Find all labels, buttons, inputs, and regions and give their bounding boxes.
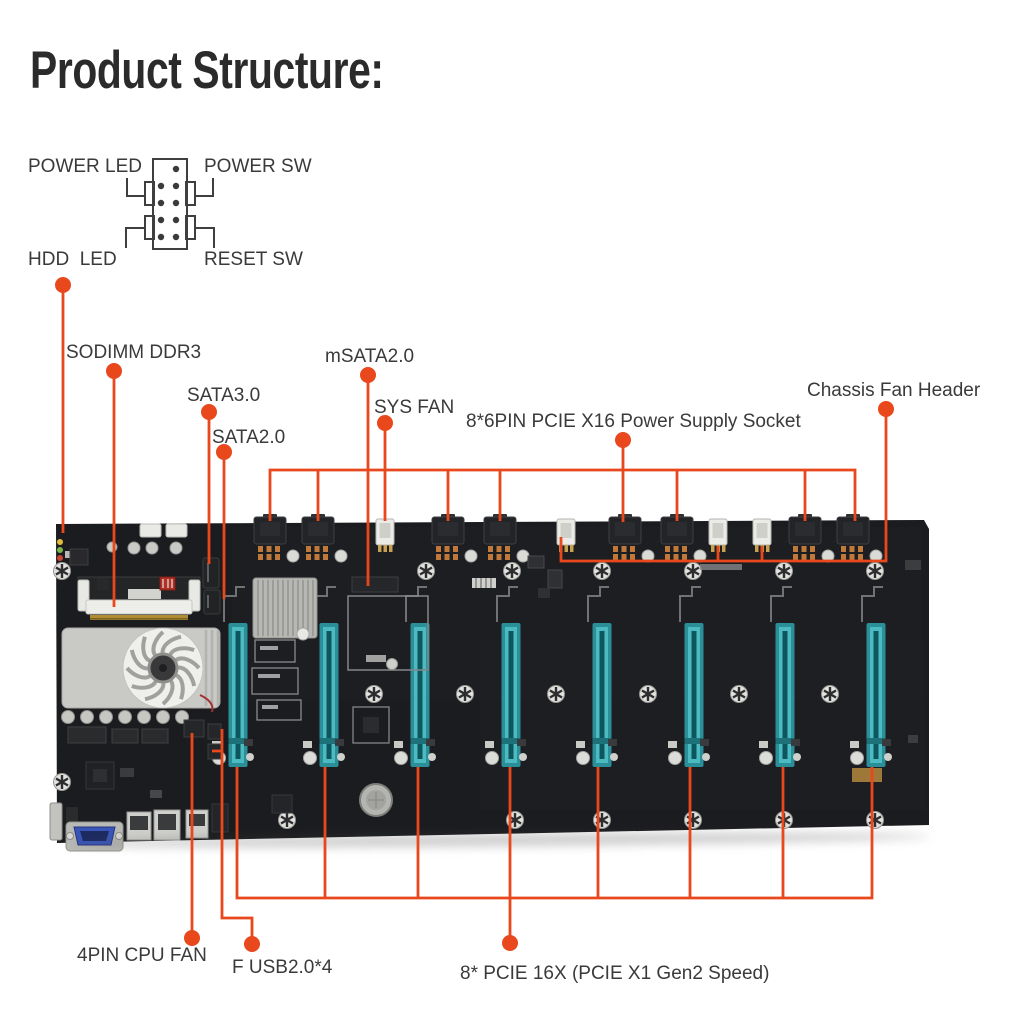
label-cpu-fan: 4PIN CPU FAN	[77, 945, 207, 966]
silkscreen-text	[700, 564, 742, 570]
label-sodimm: SODIMM DDR3	[66, 342, 202, 363]
callout-dots	[55, 277, 894, 952]
io-section	[57, 523, 188, 566]
msata-slot	[347, 576, 429, 671]
chassis-fan-stubs	[716, 546, 764, 561]
label-sata3: SATA3.0	[187, 385, 261, 406]
label-power-socket: 8*6PIN PCIE X16 Power Supply Socket	[466, 411, 801, 432]
bracket-power-sw	[195, 178, 214, 197]
rail-power-drops	[316, 470, 807, 521]
bracket-reset-sw	[195, 227, 215, 248]
label-pcie: 8* PCIE 16X (PCIE X1 Gen2 Speed)	[460, 963, 770, 984]
power-led	[57, 539, 63, 545]
label-msata: mSATA2.0	[325, 346, 415, 367]
bracket-hdd-led	[125, 227, 145, 248]
label-power-sw: POWER SW	[204, 156, 312, 177]
cpu-cooler	[61, 627, 221, 713]
label-chassis-fan: Chassis Fan Header	[807, 380, 981, 401]
label-sata2: SATA2.0	[212, 427, 286, 448]
label-hdd-led: HDD LED	[28, 249, 117, 270]
sodimm-slot	[77, 576, 201, 620]
label-f-usb: F USB2.0*4	[232, 957, 333, 978]
page-title: Product Structure:	[30, 41, 384, 100]
vrm-area	[61, 710, 189, 744]
chipset-heatsink	[252, 577, 318, 641]
label-power-led: POWER LED	[28, 156, 143, 177]
fan-wire	[199, 694, 214, 713]
cpu-fan-header	[183, 719, 205, 738]
status-led	[57, 547, 63, 553]
misc-components	[85, 555, 921, 817]
sata-ports	[202, 557, 221, 615]
line-chassis-fan	[559, 409, 888, 563]
rail-pcie-drops	[323, 767, 785, 898]
line-f-usb	[212, 729, 254, 944]
bracket-power-led	[126, 178, 145, 197]
pin-header-outline	[125, 158, 215, 250]
pin-header-pins	[157, 165, 180, 241]
rail-pcie-slots	[235, 767, 874, 900]
label-sys-fan: SYS FAN	[374, 397, 455, 418]
label-reset-sw: RESET SW	[204, 249, 303, 270]
hdd-led	[57, 555, 63, 561]
rail-power-sockets	[268, 468, 857, 521]
